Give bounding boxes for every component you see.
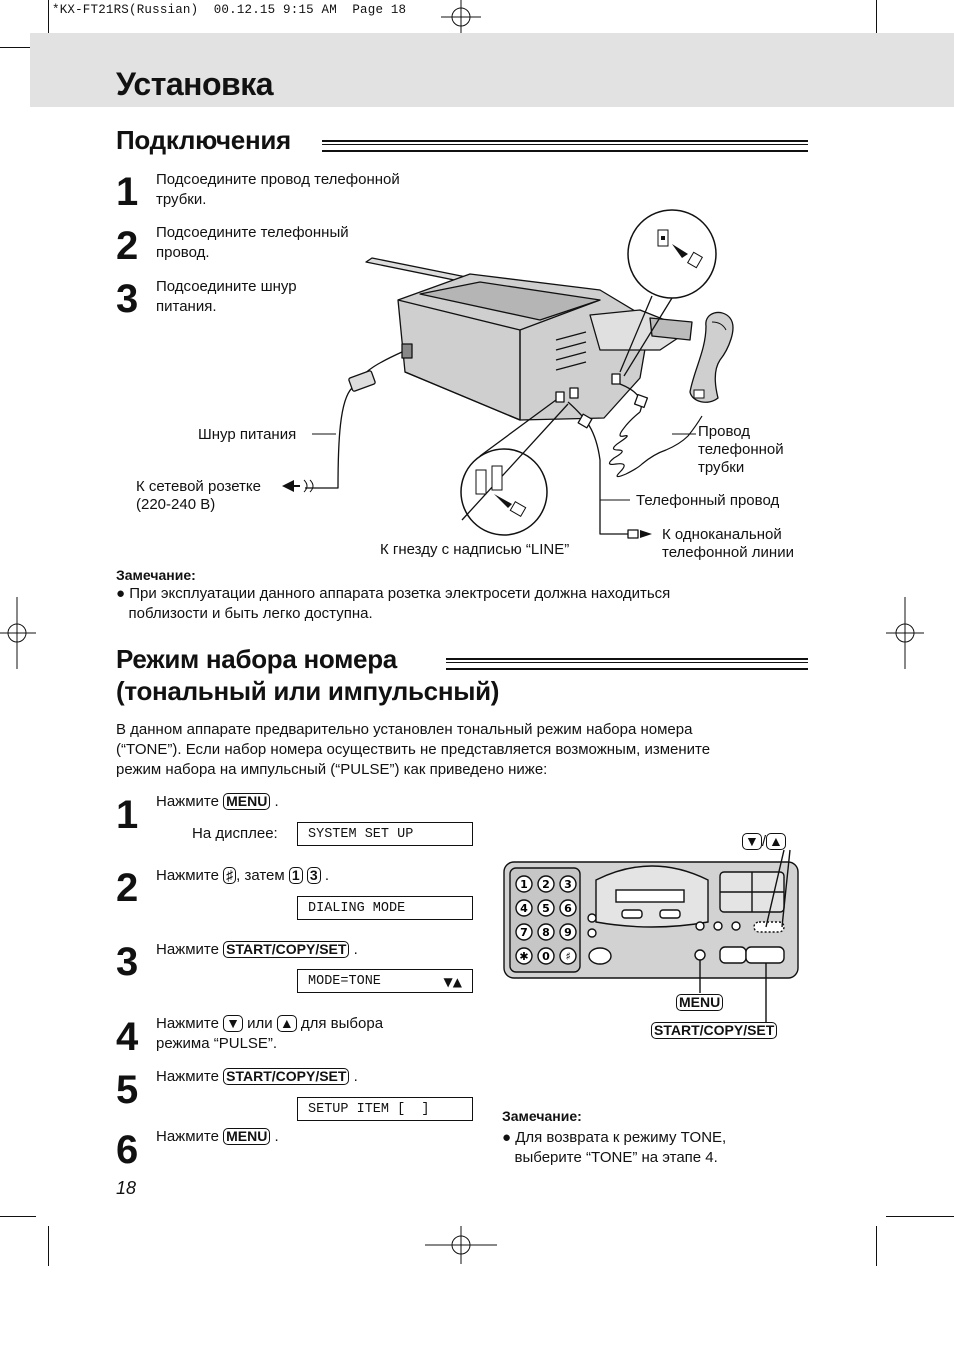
keypad-key-label: 5 [542,902,550,915]
crop-mark [0,47,36,48]
print-header: *KX-FT21RS(Russian) 00.12.15 9:15 AM Pag… [52,3,407,17]
dialing-intro: В данном аппарате предварительно установ… [116,721,711,778]
hash-key: ♯ [223,867,237,884]
step-number: 1 [116,793,139,837]
key-3: 3 [306,867,321,884]
keypad-key [515,875,533,893]
keypad-key-label: 6 [564,902,572,915]
display-readout: SETUP ITEM [ ] [297,1097,473,1121]
keypad-key [515,947,533,965]
menu-key: MENU [223,793,271,810]
keypad-key [537,947,555,965]
start-copy-set-key: START/COPY/SET [223,1068,350,1085]
keypad-key-label: 0 [542,950,550,963]
keypad-key-label: 1 [520,878,528,891]
dialing-title: Режим набора номера(тональный или импуль… [116,644,500,706]
keypad-key [559,923,577,941]
keypad-key-label: 8 [542,926,550,939]
keypad-key-label: ✱ [519,950,528,963]
step-text: Нажмите MENU . [156,1128,279,1145]
page-title: Установка [116,66,274,102]
section-rule [446,658,808,670]
menu-key: MENU [223,1128,271,1145]
key-1: 1 [288,867,303,884]
title-band [30,33,954,107]
keypad-key-label: 9 [564,926,572,939]
crop-mark [876,1226,877,1266]
step-text: Нажмите ♯, затем 1 3 . [156,867,329,884]
keypad-key [537,899,555,917]
start-callout: START/COPY/SET [651,1022,778,1040]
menu-callout: MENU [676,994,724,1012]
keypad-key [515,899,533,917]
crop-mark [48,1226,49,1266]
crop-mark [876,0,877,34]
step-number: 5 [116,1068,139,1112]
step-number: 3 [116,940,139,984]
step-number: 2 [116,866,139,910]
keypad-key-label: ♯ [565,950,570,963]
note-text: ● Для возврата к режиму TONE, выберите “… [502,1129,727,1166]
down-key: ▼ [223,1015,243,1032]
step-text: Нажмите MENU . [156,793,279,810]
panel-arrow-keys: ▼/▲ [742,832,786,852]
keypad-key-label: 2 [542,878,550,891]
step-number: 2 [116,224,139,268]
fax-connection-illustration [282,209,734,539]
connections-title: Подключения [116,125,291,155]
display-readout: MODE=TONE▼▲ [297,969,473,993]
note-text: ● При эксплуатации данного аппарата розе… [116,585,671,622]
line-jack-label: К гнезду с надписью “LINE” [380,541,570,558]
keypad-key [559,899,577,917]
keypad-key [515,923,533,941]
crop-mark [0,1216,36,1217]
step-text: Нажмите START/COPY/SET . [156,1068,358,1085]
display-readout: SYSTEM SET UP [297,822,473,846]
step-number: 3 [116,277,139,321]
keypad-key-label: 7 [520,926,528,939]
up-key: ▲ [276,1015,297,1032]
note-title: Замечание: [502,1108,582,1124]
keypad-key-label: 3 [564,878,572,891]
start-copy-set-key: START/COPY/SET [223,941,350,958]
section-rule [322,140,808,152]
keypad-key [559,947,577,965]
display-readout: DIALING MODE [297,896,473,920]
crop-mark [886,1216,954,1217]
power-cord-label: Шнур питания [198,426,297,443]
note-title: Замечание: [116,567,196,583]
step-number: 4 [116,1015,139,1059]
phone-cord-label: Телефонный провод [636,492,780,509]
page-number: 18 [116,1178,137,1198]
on-display-label: На дисплее: [192,825,278,842]
crop-mark [48,0,49,34]
display-arrows: ▼▲ [443,975,462,989]
step-number: 1 [116,170,139,214]
step-text: Нажмите START/COPY/SET . [156,941,358,958]
step-number: 6 [116,1128,139,1172]
keypad-key [537,923,555,941]
keypad-key [537,875,555,893]
keypad-key [559,875,577,893]
outlet-label: К сетевой розетке(220-240 В) [136,478,261,513]
keypad-key-label: 4 [520,902,528,915]
